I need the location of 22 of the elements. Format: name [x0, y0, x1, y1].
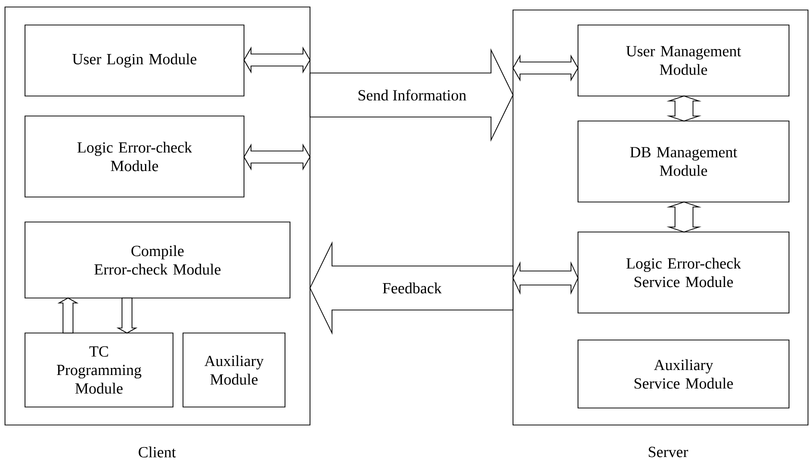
module-box: Logic Error-check Service Module	[578, 232, 790, 314]
block-arrow	[116, 298, 138, 334]
module-box: User Management Module	[578, 24, 790, 96]
module-box: Compile Error-check Module	[24, 222, 290, 298]
frame-caption: Server	[648, 446, 688, 458]
block-arrow	[310, 241, 514, 335]
block-arrow	[666, 96, 702, 122]
module-box: DB Management Module	[578, 120, 790, 202]
block-arrow	[244, 46, 310, 74]
module-box: Logic Error-check Module	[24, 116, 244, 198]
module-box: TC Programming Module	[24, 332, 174, 408]
block-arrow	[512, 54, 578, 82]
block-arrow	[57, 298, 79, 334]
module-box: Auxiliary Module	[182, 332, 286, 408]
block-arrow	[244, 144, 310, 170]
edge-label: Feedback	[381, 282, 443, 294]
module-box: User Login Module	[24, 24, 244, 96]
edge-label: Send Information	[356, 88, 468, 102]
frame-caption: Client	[138, 446, 176, 458]
block-arrow	[512, 261, 578, 295]
block-arrow	[666, 202, 702, 232]
module-box: Auxiliary Service Module	[578, 340, 790, 408]
